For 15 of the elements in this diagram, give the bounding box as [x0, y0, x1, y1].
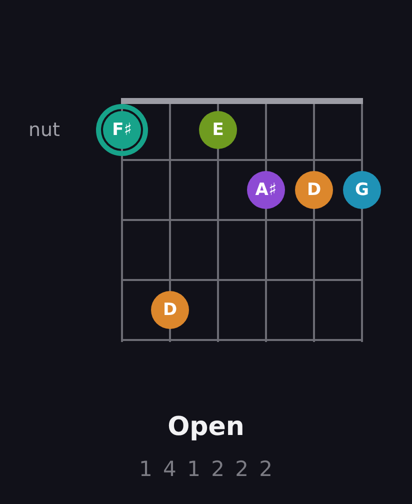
- note-dot: [295, 171, 333, 209]
- nut-label: nut: [28, 121, 60, 140]
- note-name: G: [355, 182, 369, 198]
- note-name: A♯: [255, 182, 277, 198]
- note-name: D: [162, 302, 178, 318]
- note-dot: [247, 171, 285, 209]
- finger-numbers: 1 4 1 2 2 2: [139, 459, 275, 480]
- note-dot: [343, 171, 381, 209]
- chord-title: Open: [168, 412, 244, 442]
- note-dot: [96, 104, 148, 156]
- note-name: D: [306, 182, 322, 198]
- note-dot: [151, 291, 189, 329]
- note-name: E: [212, 122, 224, 138]
- note-name: F♯: [112, 122, 132, 138]
- note-dot: [199, 111, 237, 149]
